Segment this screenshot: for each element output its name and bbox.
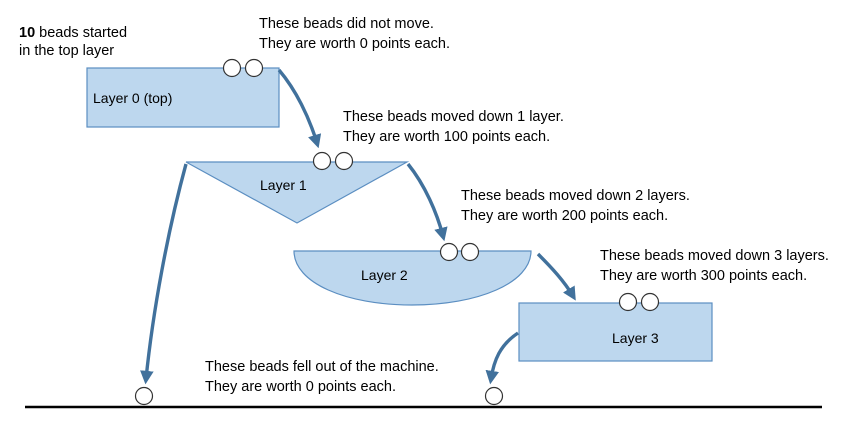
arrow-layer0-to-layer1 xyxy=(277,68,322,149)
bead-layer-2-a xyxy=(439,242,459,262)
layer-2-label: Layer 2 xyxy=(361,267,408,283)
annotation-layer-1-line1: These beads moved down 1 layer. xyxy=(343,109,564,125)
arrow-layer1-fall-out xyxy=(140,163,188,385)
start-note-line1-rest: beads started xyxy=(35,25,127,41)
start-note-line1: 10 beads started xyxy=(19,25,127,41)
layer-0-label: Layer 0 (top) xyxy=(93,90,172,106)
arrow-layer3-fall-out xyxy=(485,331,519,385)
bead-layer-0-b xyxy=(244,58,264,78)
annotation-layer-0-line2: They are worth 0 points each. xyxy=(259,36,450,52)
bead-layer-3-b xyxy=(640,292,660,312)
annotation-fallen-line1: These beads fell out of the machine. xyxy=(205,359,439,375)
bead-fallen-left xyxy=(134,386,154,406)
bead-layer-3-a xyxy=(618,292,638,312)
annotation-fallen-line2: They are worth 0 points each. xyxy=(205,379,396,395)
start-note-count: 10 xyxy=(19,25,35,41)
layer-2-shape xyxy=(293,250,532,306)
layer-1-label: Layer 1 xyxy=(260,177,307,193)
bead-layer-1-a xyxy=(312,151,332,171)
bead-layer-0-a xyxy=(222,58,242,78)
annotation-layer-3-line1: These beads moved down 3 layers. xyxy=(600,248,829,264)
layer-3-label: Layer 3 xyxy=(612,330,659,346)
arrow-layer1-to-layer2 xyxy=(406,162,448,242)
annotation-layer-1-line2: They are worth 100 points each. xyxy=(343,129,550,145)
bead-layer-1-b xyxy=(334,151,354,171)
layer-0-shape xyxy=(86,67,280,128)
bead-layer-2-b xyxy=(460,242,480,262)
start-note-line2: in the top layer xyxy=(19,43,114,59)
bead-fallen-right xyxy=(484,386,504,406)
annotation-layer-2-line2: They are worth 200 points each. xyxy=(461,208,668,224)
layer-1-shape xyxy=(185,161,410,224)
annotation-layer-2-line1: These beads moved down 2 layers. xyxy=(461,188,690,204)
annotation-layer-0-line1: These beads did not move. xyxy=(259,16,434,32)
layer-3-shape xyxy=(518,302,713,362)
annotation-layer-3-line2: They are worth 300 points each. xyxy=(600,268,807,284)
arrow-layer2-to-layer3 xyxy=(536,252,576,301)
